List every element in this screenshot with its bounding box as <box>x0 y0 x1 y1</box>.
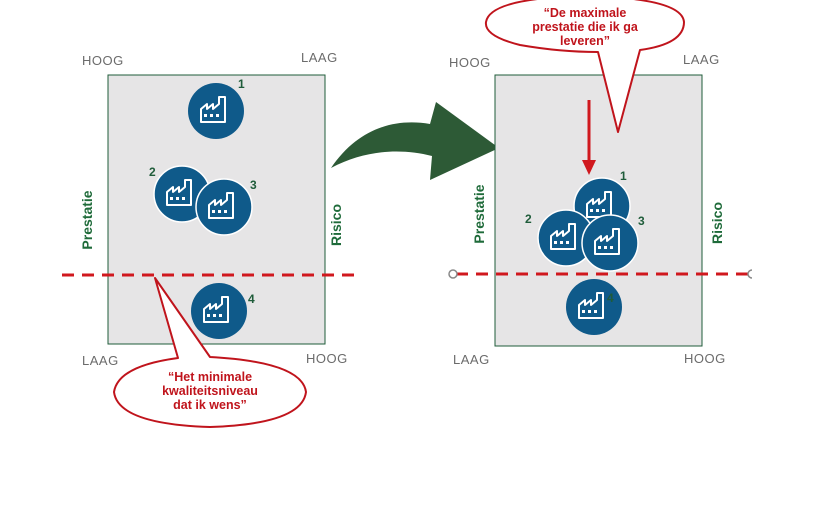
right-marker-4: 4 <box>607 291 614 305</box>
left-callout-line-2: kwaliteitsniveau <box>162 384 258 398</box>
right-threshold-start-handle <box>448 269 458 279</box>
right-top-right-label: LAAG <box>683 52 720 67</box>
right-marker-1: 1 <box>620 169 627 183</box>
right-marker-3: 3 <box>638 214 645 228</box>
right-bottom-right-label: HOOG <box>684 351 726 366</box>
right-factory-4 <box>566 279 622 335</box>
left-callout-text: “Het minimale kwaliteitsniveau dat ik we… <box>130 370 290 412</box>
right-callout-text: “De maximale prestatie die ik ga leveren… <box>505 6 665 48</box>
left-marker-2: 2 <box>149 165 156 179</box>
right-bottom-left-label: LAAG <box>453 352 490 367</box>
right-axis-risico: Risico <box>709 202 725 245</box>
transition-arrow-icon <box>331 102 499 180</box>
left-factory-4 <box>191 283 247 339</box>
left-factory-1 <box>188 83 244 139</box>
right-factory-3 <box>581 214 639 272</box>
right-axis-prestatie: Prestatie <box>471 184 487 244</box>
left-marker-1: 1 <box>238 77 245 91</box>
left-callout-bubble <box>113 277 307 428</box>
left-callout-line-1: “Het minimale <box>167 370 253 384</box>
left-marker-3: 3 <box>250 178 257 192</box>
right-callout-line-1: “De maximale <box>543 6 627 20</box>
right-callout-bubble <box>484 0 685 133</box>
right-marker-2: 2 <box>525 212 532 226</box>
left-bottom-left-label: LAAG <box>82 353 119 368</box>
right-callout-line-2: prestatie die ik ga <box>532 20 638 34</box>
left-factory-3 <box>195 178 253 236</box>
left-bottom-right-label: HOOG <box>306 351 348 366</box>
left-top-right-label: LAAG <box>301 50 338 65</box>
left-marker-4: 4 <box>248 292 255 306</box>
left-callout-line-3: dat ik wens” <box>173 398 247 412</box>
right-threshold-end-handle <box>747 269 753 279</box>
red-pointer-arrow-icon <box>582 100 596 175</box>
left-axis-risico: Risico <box>328 204 344 247</box>
left-axis-prestatie: Prestatie <box>79 190 95 250</box>
right-top-left-label: HOOG <box>449 55 491 70</box>
right-callout-line-3: leveren” <box>559 34 611 48</box>
left-top-left-label: HOOG <box>82 53 124 68</box>
